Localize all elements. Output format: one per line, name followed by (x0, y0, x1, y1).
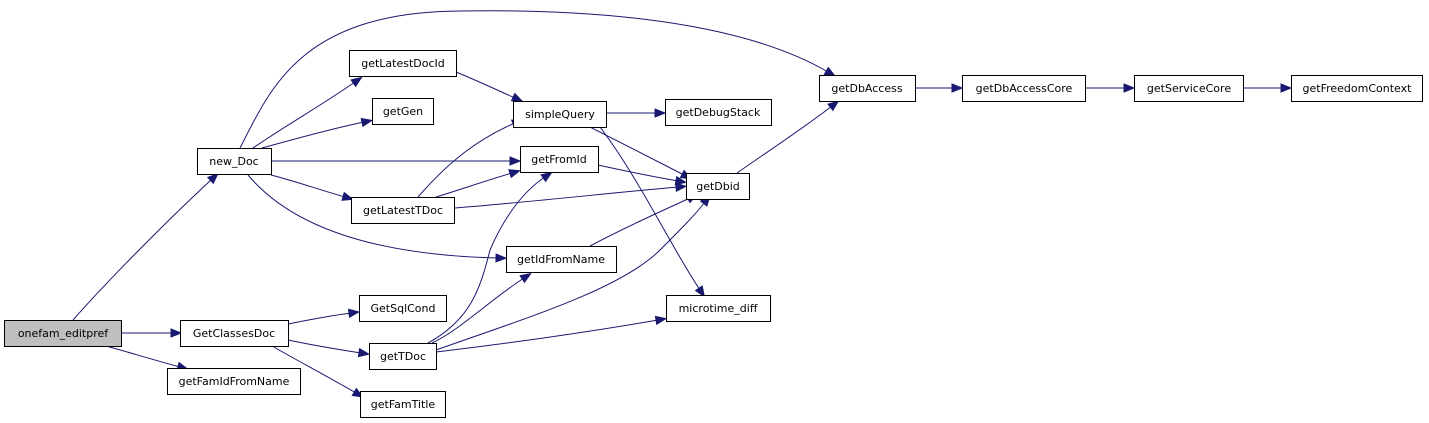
edge-getLatestTDoc-to-getFromId (435, 172, 513, 198)
node-label-getFamTitle: getFamTitle (371, 398, 436, 411)
arrowhead-simpleQuery-to-microtime_diff (694, 285, 706, 298)
node-onefam_editpref[interactable]: onefam_editpref (4, 320, 122, 347)
node-getFamTitle[interactable]: getFamTitle (360, 391, 446, 418)
node-getServiceCore[interactable]: getServiceCore (1134, 75, 1244, 102)
node-label-getLatestTDoc: getLatestTDoc (363, 204, 443, 217)
node-label-microtime_diff: microtime_diff (679, 302, 758, 315)
arrowhead-new_Doc-to-getLatestTDoc (341, 191, 354, 201)
edge-getTDoc-to-getIdFromName (431, 277, 525, 344)
node-getDbAccessCore[interactable]: getDbAccessCore (962, 75, 1086, 102)
arrowhead-GetClassesDoc-to-GetSqlCond (347, 308, 361, 319)
arrowhead-getTDoc-to-getIdFromName (519, 272, 532, 284)
edge-getTDoc-to-microtime_diff (435, 319, 659, 353)
edge-new_Doc-to-getIdFromName (247, 174, 499, 259)
edge-simpleQuery-to-getDbid (589, 126, 685, 176)
call-graph-edges (72, 10, 1293, 398)
node-getDbAccess[interactable]: getDbAccess (819, 75, 916, 102)
node-label-GetSqlCond: GetSqlCond (371, 302, 436, 315)
edge-new_Doc-to-getLatestTDoc (270, 174, 346, 198)
edge-onefam_editpref-to-new_Doc (72, 178, 213, 321)
arrowhead-GetClassesDoc-to-getTDoc (357, 347, 371, 358)
node-label-getDbAccess: getDbAccess (831, 82, 902, 95)
arrowhead-new_Doc-to-getIdFromName (495, 253, 508, 263)
arrowhead-getLatestTDoc-to-getFromId (508, 169, 521, 179)
node-label-getDbid: getDbid (696, 180, 740, 193)
arrowhead-getDbAccessCore-to-getServiceCore (1123, 83, 1136, 93)
arrowhead-getDbAccess-to-getDbAccessCore (951, 83, 964, 93)
node-label-getIdFromName: getIdFromName (517, 253, 605, 266)
edge-getDbid-to-getDbAccess (736, 105, 833, 174)
node-getTDoc[interactable]: getTDoc (369, 343, 437, 370)
edge-new_Doc-to-getLatestDocId (252, 81, 356, 149)
arrowhead-simpleQuery-to-getDebugStack (654, 108, 667, 118)
node-simpleQuery[interactable]: simpleQuery (513, 101, 607, 128)
edge-getLatestDocId-to-simpleQuery (455, 71, 516, 99)
node-getFreedomContext[interactable]: getFreedomContext (1291, 75, 1423, 102)
node-label-getDebugStack: getDebugStack (676, 106, 761, 119)
node-label-getGen: getGen (383, 105, 423, 118)
arrowhead-getLatestDocId-to-simpleQuery (510, 92, 524, 102)
node-getGen[interactable]: getGen (372, 98, 434, 125)
node-getIdFromName[interactable]: getIdFromName (506, 246, 617, 273)
node-label-getTDoc: getTDoc (380, 350, 426, 363)
edge-getTDoc-to-getDbid (435, 201, 706, 351)
node-getFamIdFromName[interactable]: getFamIdFromName (167, 368, 301, 395)
node-label-new_Doc: new_Doc (209, 155, 258, 168)
node-label-simpleQuery: simpleQuery (525, 108, 595, 121)
node-getLatestDocId[interactable]: getLatestDocId (349, 50, 457, 77)
arrowhead-getFromId-to-getDbid (674, 175, 688, 186)
arrowhead-onefam_editpref-to-new_Doc (206, 172, 219, 185)
node-label-getServiceCore: getServiceCore (1147, 82, 1231, 95)
node-label-GetClassesDoc: GetClassesDoc (193, 327, 275, 340)
node-getDbid[interactable]: getDbid (686, 173, 750, 200)
node-GetSqlCond[interactable]: GetSqlCond (359, 295, 447, 322)
arrowhead-new_Doc-to-getLatestDocId (350, 76, 363, 88)
node-label-onefam_editpref: onefam_editpref (18, 327, 109, 340)
arrowhead-getTDoc-to-getFromId (540, 171, 553, 183)
edge-getIdFromName-to-getDbid (589, 197, 691, 247)
arrowhead-new_Doc-to-getDbAccess (823, 66, 837, 77)
node-new_Doc[interactable]: new_Doc (197, 148, 272, 175)
arrowhead-onefam_editpref-to-GetClassesDoc (170, 328, 183, 338)
edge-GetClassesDoc-to-getFamTitle (271, 345, 357, 394)
edge-getFromId-to-getDbid (597, 164, 679, 182)
edge-getLatestTDoc-to-getDbid (454, 186, 679, 209)
node-label-getDbAccessCore: getDbAccessCore (976, 82, 1073, 95)
node-label-getFamIdFromName: getFamIdFromName (179, 375, 290, 388)
arrowhead-getServiceCore-to-getFreedomContext (1280, 83, 1293, 93)
node-getLatestTDoc[interactable]: getLatestTDoc (351, 197, 455, 224)
edge-new_Doc-to-getGen (261, 121, 365, 149)
edge-GetClassesDoc-to-GetSqlCond (287, 312, 352, 325)
edge-simpleQuery-to-microtime_diff (599, 126, 701, 291)
arrowhead-getDbid-to-getDbAccess (827, 100, 840, 112)
node-microtime_diff[interactable]: microtime_diff (666, 295, 771, 322)
node-label-getFreedomContext: getFreedomContext (1303, 82, 1413, 95)
arrowhead-getLatestTDoc-to-getDbid (675, 182, 688, 192)
arrowhead-new_Doc-to-getFromId (509, 156, 522, 166)
edge-onefam_editpref-to-getFamIdFromName (105, 345, 181, 368)
edge-GetClassesDoc-to-getTDoc (287, 339, 362, 354)
arrowhead-getTDoc-to-microtime_diff (654, 315, 668, 326)
node-label-getFromId: getFromId (531, 153, 587, 166)
node-getDebugStack[interactable]: getDebugStack (665, 99, 772, 126)
edge-getLatestTDoc-to-simpleQuery (417, 122, 516, 198)
node-label-getLatestDocId: getLatestDocId (361, 57, 445, 70)
arrowhead-new_Doc-to-getGen (360, 117, 374, 128)
node-GetClassesDoc[interactable]: GetClassesDoc (180, 320, 289, 347)
node-getFromId[interactable]: getFromId (520, 146, 599, 173)
edge-new_Doc-to-getDbAccess (239, 10, 829, 149)
edge-getTDoc-to-getFromId (427, 176, 546, 344)
call-graph-nodes: onefam_editpref new_Doc GetClassesDoc ge… (4, 50, 1423, 418)
